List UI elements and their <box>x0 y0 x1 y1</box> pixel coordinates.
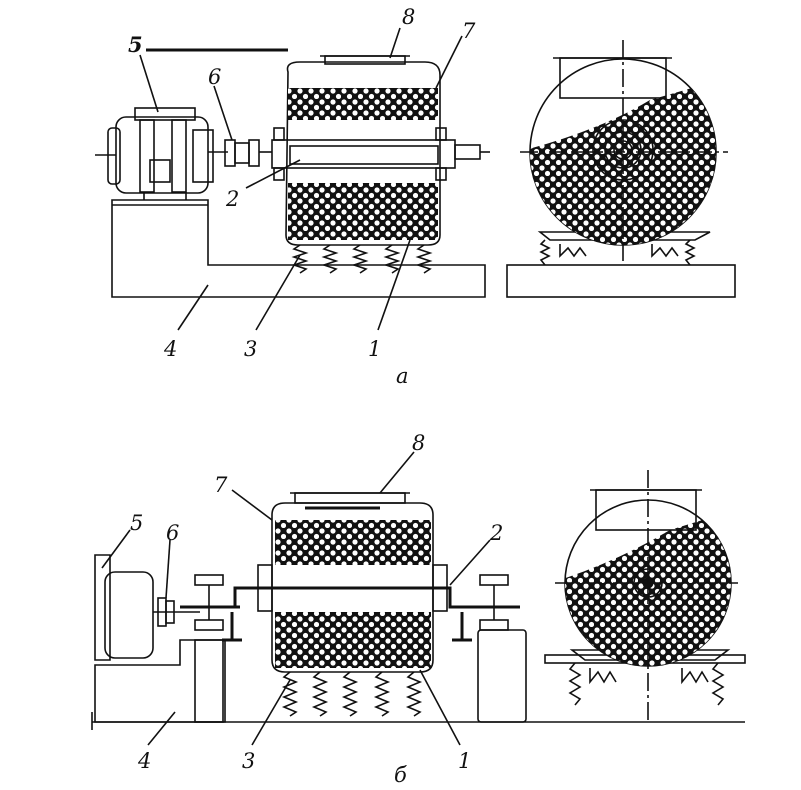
caption-a: а <box>396 364 409 388</box>
view-a: 5 6 2 8 7 4 3 1 а <box>95 5 736 388</box>
shaft-a <box>271 127 490 181</box>
coupling-a <box>208 139 272 167</box>
base-frame-a <box>111 199 486 298</box>
motor-a <box>95 107 214 200</box>
leaders-a <box>139 27 463 331</box>
label-b-1: 1 <box>458 749 471 773</box>
label-b-4: 4 <box>137 749 151 773</box>
label-a-7: 7 <box>462 19 476 43</box>
motor-b <box>94 554 200 661</box>
label-b-3: 3 <box>242 749 255 773</box>
coupling-b <box>157 597 175 627</box>
side-view-b <box>544 470 746 720</box>
label-a-4: 4 <box>163 337 177 361</box>
label-a-3: 3 <box>244 337 257 361</box>
springs-b <box>281 671 423 717</box>
label-b-5: 5 <box>130 511 143 535</box>
label-a-2: 2 <box>225 187 239 211</box>
shaft-b <box>180 574 520 642</box>
label-b-6: 6 <box>166 521 179 545</box>
springs-a <box>291 244 433 274</box>
label-a-1: 1 <box>368 337 381 361</box>
label-a-6: 6 <box>208 65 221 89</box>
label-b-7: 7 <box>214 473 228 497</box>
view-b: 5 6 7 8 2 4 3 1 б <box>91 431 746 787</box>
label-a-5: 5 <box>128 32 143 57</box>
label-b-2: 2 <box>489 521 503 545</box>
leaders-b <box>101 451 491 746</box>
label-b-8: 8 <box>412 431 425 455</box>
label-a-8: 8 <box>402 5 415 29</box>
side-view-a <box>506 40 736 298</box>
drum-b <box>257 492 448 673</box>
caption-b: б <box>394 763 407 787</box>
drum-a <box>285 55 441 246</box>
